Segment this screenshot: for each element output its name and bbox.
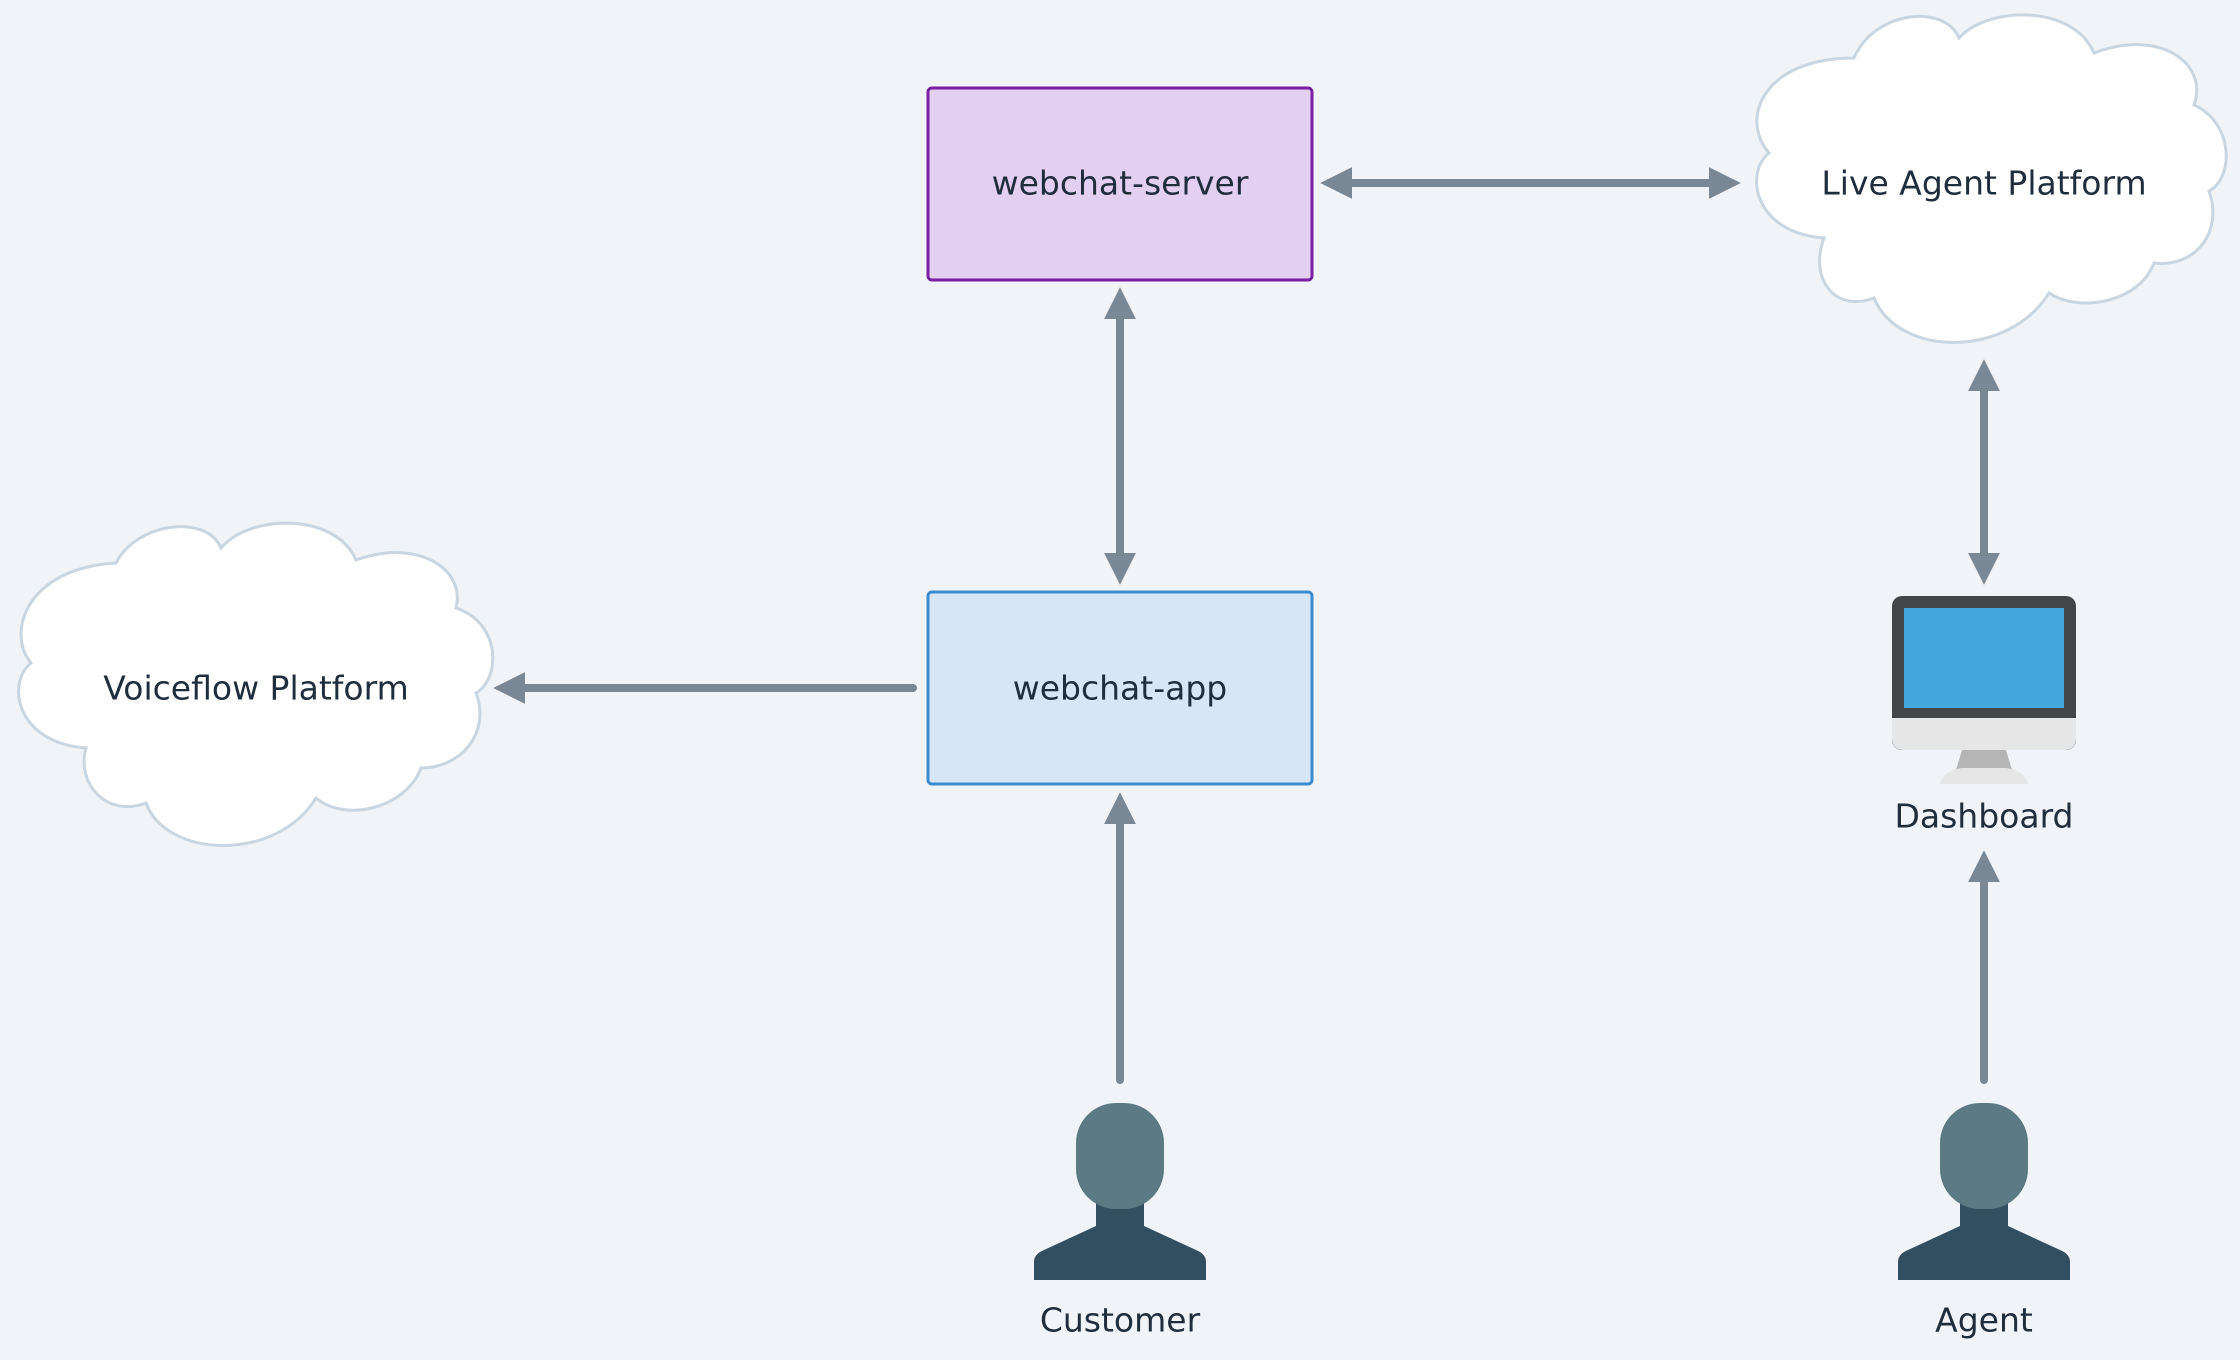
dashboard-label: Dashboard <box>1894 797 2073 836</box>
customer-node[interactable]: Customer <box>1034 1103 1206 1340</box>
monitor-icon <box>1892 596 2076 784</box>
live-agent-platform-label: Live Agent Platform <box>1821 164 2146 203</box>
customer-label: Customer <box>1040 1301 1201 1340</box>
webchat-app-box <box>926 590 1314 786</box>
webchat-app-label: webchat-app <box>1013 669 1227 708</box>
webchat-app-node[interactable]: webchat-app <box>926 590 1314 786</box>
person-icon <box>1898 1103 2070 1280</box>
agent-node[interactable]: Agent <box>1898 1103 2070 1340</box>
person-icon <box>1034 1103 1206 1280</box>
agent-label: Agent <box>1935 1301 2033 1340</box>
live-agent-platform-node[interactable]: Live Agent Platform <box>1755 13 2228 344</box>
webchat-server-label: webchat-server <box>992 164 1249 203</box>
voiceflow-platform-node[interactable]: Voiceflow Platform <box>17 521 495 847</box>
webchat-server-box <box>926 86 1314 282</box>
cloud-icon <box>1755 13 2228 344</box>
voiceflow-platform-label: Voiceflow Platform <box>103 669 408 708</box>
connectors <box>493 167 2000 1084</box>
webchat-server-node[interactable]: webchat-server <box>926 86 1314 282</box>
dashboard-node[interactable]: Dashboard <box>1892 596 2076 836</box>
cloud-icon <box>17 521 495 847</box>
